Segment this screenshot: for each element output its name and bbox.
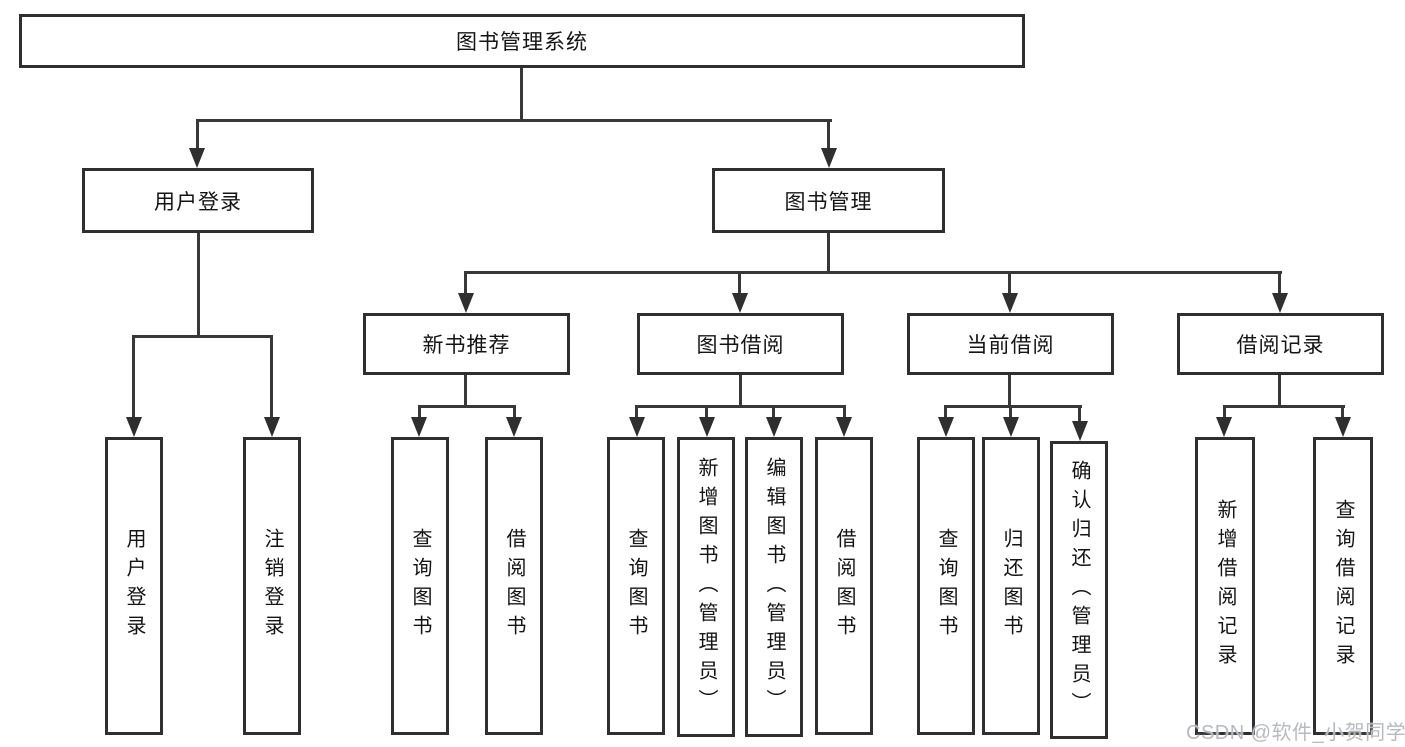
leaf-label: 查询图书 bbox=[409, 528, 431, 644]
leaf-label: 确认归还（管理员） bbox=[1068, 459, 1090, 721]
leaf-confirm-return-admin: 确认归还（管理员） bbox=[1050, 441, 1108, 739]
connector-line bbox=[196, 119, 832, 122]
arrow-down-icon bbox=[938, 417, 954, 437]
node-book-management: 图书管理 bbox=[712, 168, 945, 233]
leaf-logout: 注销登录 bbox=[243, 437, 301, 735]
connector-line bbox=[1078, 405, 1081, 423]
node-label: 新书推荐 bbox=[422, 334, 511, 357]
connector-line bbox=[464, 271, 467, 295]
node-label: 用户登录 bbox=[154, 190, 242, 214]
node-library-management-system: 图书管理系统 bbox=[19, 14, 1025, 68]
node-label: 图书借阅 bbox=[696, 334, 785, 357]
node-new-book-recommend: 新书推荐 bbox=[363, 313, 570, 375]
leaf-query-borrow-record: 查询借阅记录 bbox=[1313, 437, 1373, 735]
node-label: 当前借阅 bbox=[966, 334, 1055, 357]
connector-line bbox=[196, 119, 199, 149]
connector-line bbox=[739, 375, 742, 408]
connector-line bbox=[738, 271, 741, 295]
connector-line bbox=[513, 405, 516, 419]
node-label: 图书管理系统 bbox=[456, 31, 588, 54]
arrow-down-icon bbox=[1072, 421, 1088, 441]
arrow-down-icon bbox=[699, 417, 715, 437]
leaf-edit-books-admin: 编辑图书（管理员） bbox=[745, 437, 803, 737]
leaf-label: 查询图书 bbox=[625, 528, 647, 644]
connector-line bbox=[827, 233, 830, 274]
connector-line bbox=[827, 119, 830, 149]
leaf-query-books-borrowing: 查询图书 bbox=[607, 437, 665, 735]
arrow-down-icon bbox=[1002, 293, 1018, 313]
leaf-add-books-admin: 新增图书（管理员） bbox=[677, 437, 735, 737]
node-label: 图书管理 bbox=[784, 190, 873, 214]
leaf-add-borrow-record: 新增借阅记录 bbox=[1195, 437, 1255, 735]
node-book-borrowing: 图书借阅 bbox=[637, 313, 844, 375]
connector-line bbox=[944, 405, 947, 419]
connector-line bbox=[705, 405, 708, 419]
arrow-down-icon bbox=[264, 417, 280, 437]
node-borrowing-records: 借阅记录 bbox=[1177, 313, 1384, 375]
connector-line bbox=[1341, 405, 1344, 419]
connector-line bbox=[132, 335, 135, 419]
connector-line bbox=[520, 68, 523, 122]
connector-line bbox=[197, 233, 200, 338]
leaf-return-books: 归还图书 bbox=[982, 437, 1040, 735]
leaf-label: 新增图书（管理员） bbox=[695, 456, 717, 718]
arrow-down-icon bbox=[1335, 417, 1351, 437]
connector-line bbox=[945, 405, 1082, 408]
leaf-label: 新增借阅记录 bbox=[1214, 499, 1236, 673]
leaf-label: 用户登录 bbox=[123, 528, 145, 644]
connector-line bbox=[270, 335, 273, 419]
leaf-label: 借阅图书 bbox=[503, 528, 525, 644]
arrow-down-icon bbox=[836, 417, 852, 437]
arrow-down-icon bbox=[126, 417, 142, 437]
connector-line bbox=[635, 405, 638, 419]
connector-line bbox=[1223, 405, 1226, 419]
arrow-down-icon bbox=[1003, 417, 1019, 437]
arrow-down-icon bbox=[629, 417, 645, 437]
node-user-login: 用户登录 bbox=[82, 168, 314, 233]
leaf-label: 注销登录 bbox=[261, 528, 283, 644]
node-current-borrowing: 当前借阅 bbox=[907, 313, 1114, 375]
arrow-down-icon bbox=[189, 148, 205, 168]
leaf-user-login: 用户登录 bbox=[105, 437, 163, 735]
connector-line bbox=[636, 405, 846, 408]
connector-line bbox=[418, 405, 421, 419]
connector-line bbox=[132, 335, 273, 338]
connector-line bbox=[1278, 375, 1281, 408]
arrow-down-icon bbox=[458, 293, 474, 313]
leaf-borrow-books: 借阅图书 bbox=[815, 437, 873, 735]
connector-line bbox=[418, 405, 516, 408]
leaf-label: 归还图书 bbox=[1000, 528, 1022, 644]
leaf-label: 编辑图书（管理员） bbox=[763, 456, 785, 718]
leaf-query-books-recommend: 查询图书 bbox=[391, 437, 449, 735]
arrow-down-icon bbox=[821, 148, 837, 168]
arrow-down-icon bbox=[506, 417, 522, 437]
leaf-label: 查询借阅记录 bbox=[1332, 499, 1354, 673]
connector-line bbox=[465, 271, 1282, 274]
arrow-down-icon bbox=[1272, 293, 1288, 313]
csdn-watermark: CSDN @软件_小贺同学 bbox=[1186, 722, 1405, 744]
connector-line bbox=[464, 375, 467, 408]
arrow-down-icon bbox=[411, 417, 427, 437]
connector-line bbox=[843, 405, 846, 419]
leaf-borrow-books-recommend: 借阅图书 bbox=[485, 437, 543, 735]
connector-line bbox=[1009, 405, 1012, 419]
arrow-down-icon bbox=[766, 417, 782, 437]
leaf-query-books-current: 查询图书 bbox=[917, 437, 975, 735]
arrow-down-icon bbox=[732, 293, 748, 313]
connector-line bbox=[1008, 271, 1011, 295]
connector-line bbox=[1278, 271, 1281, 295]
arrow-down-icon bbox=[1216, 417, 1232, 437]
node-label: 借阅记录 bbox=[1236, 334, 1325, 357]
connector-line bbox=[1008, 375, 1011, 408]
connector-line bbox=[1223, 405, 1345, 408]
connector-line bbox=[772, 405, 775, 419]
leaf-label: 借阅图书 bbox=[833, 528, 855, 644]
leaf-label: 查询图书 bbox=[935, 528, 957, 644]
